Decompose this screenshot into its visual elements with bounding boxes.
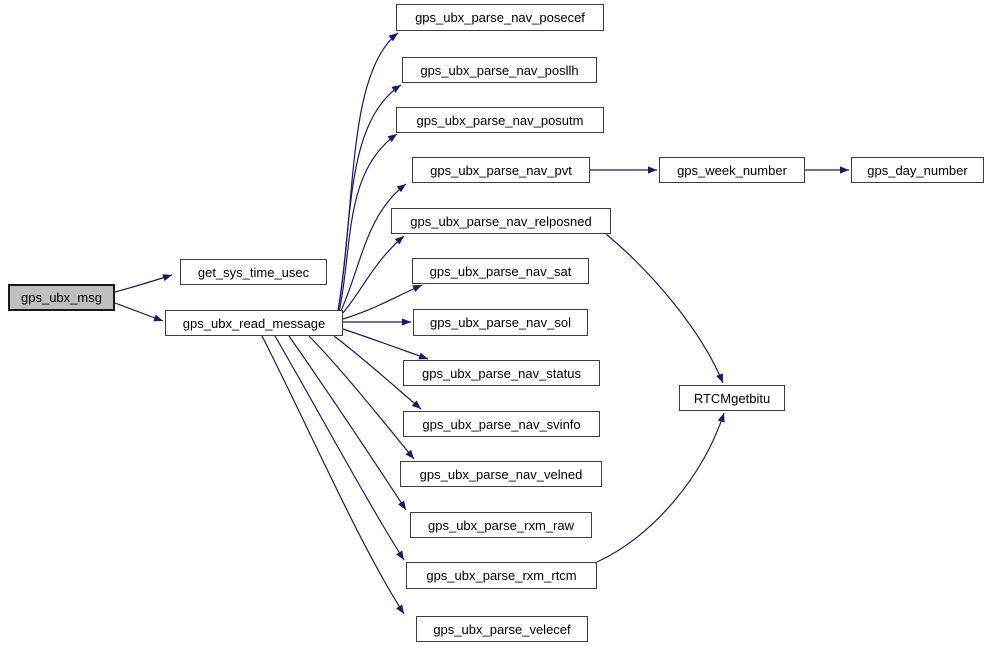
node-rtcmgetbitu[interactable]: RTCMgetbitu [679,385,785,411]
edge-read-to-rxm-rtcm [274,335,405,561]
node-gps-ubx-read-message[interactable]: gps_ubx_read_message [165,310,343,336]
node-gps-ubx-parse-nav-posllh[interactable]: gps_ubx_parse_nav_posllh [402,57,597,83]
edge-msg-to-get-sys-time-usec [114,274,173,293]
node-gps-ubx-parse-rxm-raw[interactable]: gps_ubx_parse_rxm_raw [410,512,592,538]
edge-msg-to-read-message [114,302,164,322]
edge-read-to-rxm-raw [288,335,407,511]
edge-read-to-nav-svinfo [333,335,422,410]
node-gps-day-number[interactable]: gps_day_number [851,157,984,183]
node-get-sys-time-usec[interactable]: get_sys_time_usec [180,259,327,285]
node-gps-ubx-parse-nav-relposned[interactable]: gps_ubx_parse_nav_relposned [391,208,611,234]
node-gps-week-number[interactable]: gps_week_number [659,157,805,183]
edge-read-to-nav-posecef [337,32,399,312]
node-gps-ubx-parse-nav-svinfo[interactable]: gps_ubx_parse_nav_svinfo [403,411,600,437]
node-gps-ubx-parse-nav-pvt[interactable]: gps_ubx_parse_nav_pvt [412,157,590,183]
edge-read-to-nav-velned [308,335,415,460]
edge-read-to-nav-posutm [338,133,398,313]
node-gps-ubx-parse-velecef[interactable]: gps_ubx_parse_velecef [416,616,588,642]
edge-rxm-rtcm-to-rtcmgetbitu [596,412,725,563]
node-gps-ubx-parse-nav-posutm[interactable]: gps_ubx_parse_nav_posutm [396,107,604,133]
edge-read-to-nav-status [342,328,429,360]
edge-read-to-nav-relposned [340,235,405,316]
edge-read-to-velecef [261,335,405,615]
node-gps-ubx-parse-nav-sol[interactable]: gps_ubx_parse_nav_sol [413,309,588,336]
edge-read-to-nav-posllh [337,84,402,312]
node-gps-ubx-msg: gps_ubx_msg [8,284,115,311]
node-gps-ubx-parse-nav-posecef[interactable]: gps_ubx_parse_nav_posecef [396,4,604,31]
edge-read-to-nav-pvt [339,183,407,314]
edge-relposned-to-rtcmgetbitu [605,233,724,384]
node-gps-ubx-parse-nav-sat[interactable]: gps_ubx_parse_nav_sat [412,258,589,284]
edge-read-to-nav-sat [342,284,423,320]
node-gps-ubx-parse-nav-velned[interactable]: gps_ubx_parse_nav_velned [400,461,602,487]
node-gps-ubx-parse-rxm-rtcm[interactable]: gps_ubx_parse_rxm_rtcm [406,562,597,589]
node-gps-ubx-parse-nav-status[interactable]: gps_ubx_parse_nav_status [403,360,600,386]
